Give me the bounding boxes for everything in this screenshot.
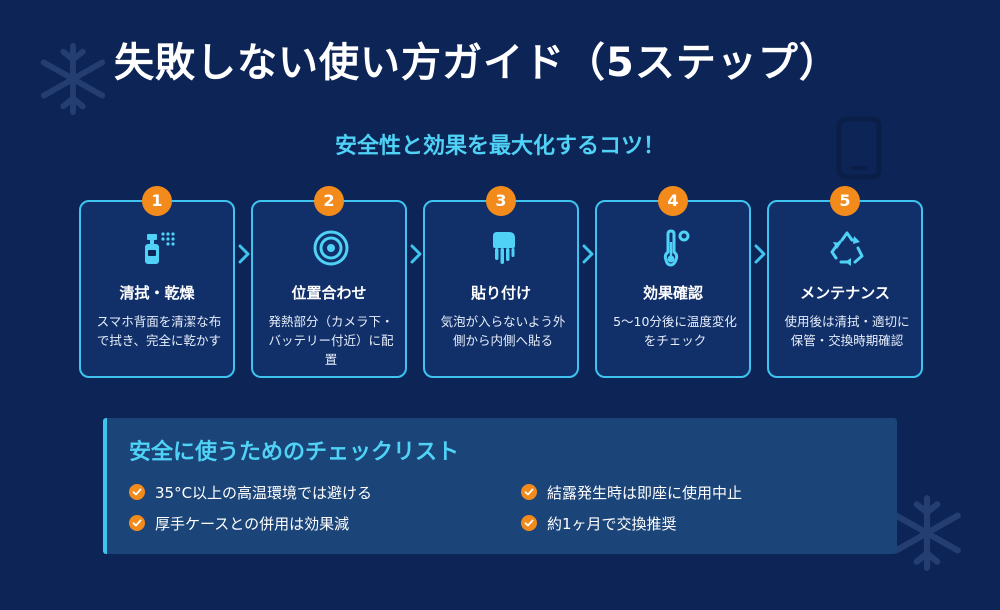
- steps-row: 清拭・乾燥 スマホ背面を清潔な布で拭き、完全に乾かす 1 位置合わせ 発熱部分（…: [79, 186, 923, 378]
- step-number-badge: 1: [142, 186, 172, 216]
- step-number-badge: 5: [830, 186, 860, 216]
- chevron-right-icon: [754, 244, 766, 264]
- hand-press-icon: [493, 232, 515, 264]
- check-icon: [521, 484, 537, 500]
- recycle-icon: [830, 231, 864, 266]
- target-icon: [313, 230, 349, 266]
- page-subtitle: 安全性と効果を最大化するコツ！: [334, 134, 665, 159]
- smartphone-icon: [836, 116, 882, 180]
- step-card-3: 貼り付け 気泡が入らないよう外側から内側へ貼る: [423, 200, 579, 378]
- chevron-right-icon: [582, 244, 594, 264]
- checklist-item-text: 35°C以上の高温環境では避ける: [155, 484, 373, 502]
- step-number-badge: 2: [314, 186, 344, 216]
- check-icon: [521, 515, 537, 531]
- checklist-item-text: 厚手ケースとの併用は効果減: [155, 515, 350, 533]
- step-desc: スマホ背面を清潔な布で拭き、完全に乾かす: [96, 314, 222, 348]
- step-desc: 5〜10分後に温度変化をチェック: [613, 314, 737, 348]
- step-title: 清拭・乾燥: [119, 284, 195, 302]
- page-title: 失敗しない使い方ガイド（5ステップ）: [114, 40, 840, 86]
- check-icon: [129, 484, 145, 500]
- safety-checklist-panel: 安全に使うためのチェックリスト 35°C以上の高温環境では避ける 結露発生時は即…: [103, 418, 897, 554]
- step-title: メンテナンス: [800, 284, 890, 302]
- step-desc: 気泡が入らないよう外側から内側へ貼る: [440, 314, 566, 348]
- check-icon: [129, 515, 145, 531]
- step-title: 貼り付け: [470, 284, 531, 302]
- step-card-4: 効果確認 5〜10分後に温度変化をチェック: [595, 200, 751, 378]
- chevron-right-icon: [410, 244, 422, 264]
- step-number-badge: 4: [658, 186, 688, 216]
- step-card-5: メンテナンス 使用後は清拭・適切に保管・交換時期確認: [767, 200, 923, 378]
- checklist-title: 安全に使うためのチェックリスト: [129, 440, 460, 465]
- chevron-right-icon: [238, 244, 250, 264]
- snowflake-icon: [893, 495, 961, 571]
- thermometer-icon: [663, 229, 690, 267]
- spray-bottle-icon: [145, 232, 175, 264]
- step-desc: 使用後は清拭・適切に保管・交換時期確認: [784, 314, 910, 348]
- checklist-item-text: 結露発生時は即座に使用中止: [547, 484, 743, 502]
- snowflake-icon: [40, 42, 106, 116]
- step-desc: 発熱部分（カメラ下・バッテリー付近）に配置: [268, 314, 394, 367]
- step-number-badge: 3: [486, 186, 516, 216]
- step-card-1: 清拭・乾燥 スマホ背面を清潔な布で拭き、完全に乾かす: [79, 200, 235, 378]
- checklist-item-text: 約1ヶ月で交換推奨: [547, 515, 677, 533]
- step-title: 効果確認: [642, 284, 703, 302]
- step-card-2: 位置合わせ 発熱部分（カメラ下・バッテリー付近）に配置: [251, 200, 407, 378]
- step-title: 位置合わせ: [291, 284, 367, 302]
